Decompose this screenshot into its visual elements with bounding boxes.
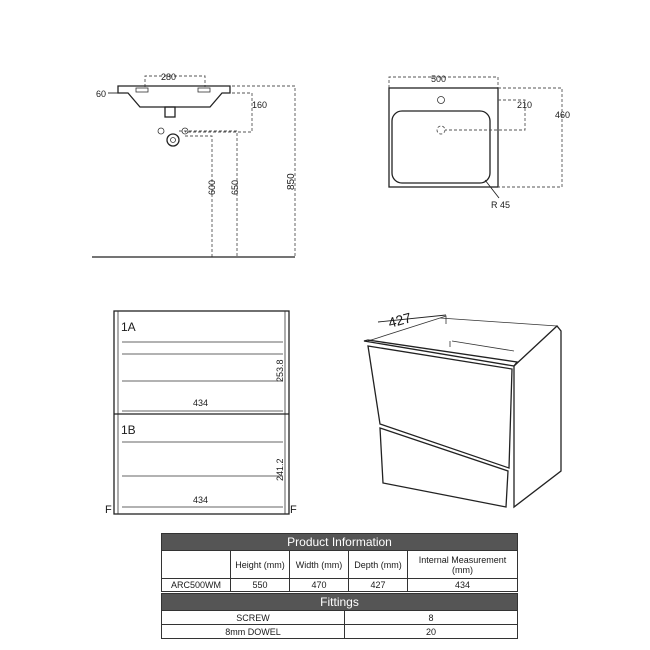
depth-cell: 427 [348,578,408,592]
dim-650-label: 650 [230,180,240,195]
header-width: Width (mm) [289,550,349,579]
dim-280-line [144,75,206,87]
drawer-front-view: 1A 253.8 434 1B 241.2 434 F F [105,310,297,516]
tap-hole-left [135,87,149,93]
drawer-1a-height-label: 253.8 [275,359,285,382]
tap-hole-right [197,87,211,93]
dim-160-label: 160 [252,100,267,110]
dim-210-line [445,99,526,131]
header-height: Height (mm) [230,550,290,579]
product-info-table: Product Information Height (mm) Width (m… [161,533,518,592]
drawer-1a-width-label: 434 [193,398,208,408]
upper-drawer-front [367,345,513,469]
dim-160-line [185,92,253,133]
model-cell: ARC500WM [161,578,231,592]
waste-pipe-inner [170,137,176,143]
fitting-name: 8mm DOWEL [161,624,345,639]
dim-427-line [377,314,447,323]
header-depth: Depth (mm) [348,550,408,579]
dim-460-label: 460 [555,110,570,120]
product-info-title: Product Information [161,533,518,551]
basin-side-view: 280 60 160 850 600 650 [92,72,297,258]
basin-profile [117,85,231,108]
dim-210-label: 210 [517,100,532,110]
width-cell: 470 [289,578,349,592]
marker-f-left: F [105,504,112,516]
top-inner-edge [451,340,515,352]
dim-500-line [388,76,499,88]
cabinet-3d-view: 427 [363,309,562,509]
dim-650-line [179,130,238,257]
tap-hole-icon [437,96,445,104]
drawer-1b-height-label: 241.2 [275,458,285,481]
basin-bowl [391,110,491,184]
height-cell: 550 [230,578,290,592]
fittings-table: Fittings SCREW 8 8mm DOWEL 20 [161,593,518,639]
drawer-1a-label: 1A [121,320,136,334]
fitting-qty: 8 [344,610,518,625]
cabinet-frame [113,310,290,515]
marker-f-right: F [290,504,297,516]
top-left-edge [367,317,441,342]
supply-left-icon [157,127,165,135]
back-corner [439,315,447,324]
dim-60-label: 60 [96,89,106,99]
top-back-edge [439,317,558,327]
waste-pipe-icon [166,133,180,147]
dim-280-label: 280 [161,72,176,82]
waste-outlet [164,106,176,118]
basin-outer [388,87,499,188]
waste-position-icon [436,125,446,135]
lower-drawer-front [379,427,509,508]
radius-leader [484,179,500,199]
drawer-1b-width-label: 434 [193,495,208,505]
fitting-qty: 20 [344,624,518,639]
internal-cell: 434 [407,578,518,592]
fitting-name: SCREW [161,610,345,625]
basin-top-view: 500 210 460 R 45 [388,74,570,210]
right-side-panel [513,325,562,509]
header-internal: Internal Measurement (mm) [407,550,518,579]
blank-header-cell [161,550,231,579]
dim-500-label: 500 [431,74,446,84]
dim-427-label: 427 [386,309,413,331]
fittings-title: Fittings [161,593,518,611]
dim-850-label: 850 [286,173,297,190]
front-top-rail [363,339,519,367]
drawer-1b-label: 1B [121,423,136,437]
dim-600-line [185,135,213,257]
dim-460-line [498,87,563,188]
radius-label: R 45 [491,200,510,210]
dim-600-label: 600 [207,180,217,195]
dim-850-line [232,85,296,257]
